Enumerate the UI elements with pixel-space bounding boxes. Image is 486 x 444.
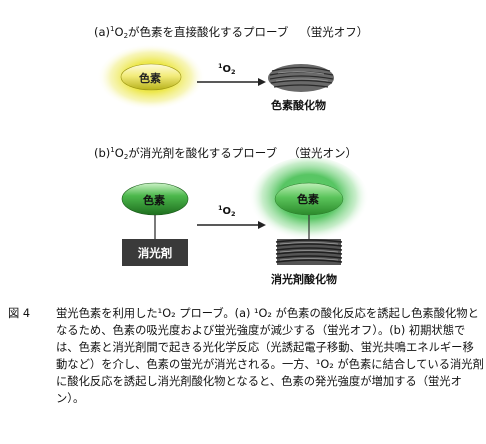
panel-b-heading: (b)1O2が消光剤を酸化するプローブ （蛍光オン） (94, 146, 358, 161)
panel-a-arrow-label: 1O2 (218, 62, 236, 76)
panel-b-product-label: 消光剤酸化物 (271, 273, 337, 286)
arrow-a-o: O (222, 64, 232, 75)
panel-b-dye-label: 色素 (143, 194, 165, 207)
arrow-b-sup: 1 (218, 204, 223, 212)
diagram-artwork (97, 44, 369, 265)
panel-a-heading: (a)1O2が色素を直接酸化するプローブ （蛍光オフ） (94, 25, 369, 40)
panel-b-arrow-label: 1O2 (218, 204, 236, 218)
o2-sub: 2 (123, 32, 129, 40)
arrow-a-sub: 2 (231, 68, 236, 76)
panel-b-body: が消光剤を酸化するプローブ (128, 146, 278, 160)
arrowhead-a (258, 78, 266, 86)
singlet-sup: 1 (110, 25, 115, 33)
panel-a-dye-label: 色素 (139, 72, 161, 85)
arrow-b-o: O (222, 206, 232, 217)
dye-oxide-blob (268, 64, 334, 92)
quencher-box: 消光剤 (122, 239, 188, 266)
caption-text: 蛍光色素を利用した¹O₂ プローブ。(a) ¹O₂ が色素の酸化反応を誘起し色素… (56, 307, 484, 405)
singlet-sup-b: 1 (110, 146, 115, 154)
yellow-dye (120, 63, 182, 91)
panel-a-prefix: (a) (94, 25, 111, 39)
panel-b-state: （蛍光オン） (288, 146, 358, 160)
panel-b-bright-dye-label: 色素 (297, 193, 319, 206)
o2-sub-b: 2 (123, 153, 129, 161)
panel-a-body: が色素を直接酸化するプローブ (128, 25, 289, 39)
panel-b-prefix: (b) (94, 146, 111, 160)
arrow-b-sub: 2 (231, 210, 236, 218)
panel-a-product-label: 色素酸化物 (271, 99, 326, 112)
arrow-a-sup: 1 (218, 62, 223, 70)
caption-number: 図 4 (8, 307, 31, 320)
quencher-oxide-blob (275, 239, 343, 265)
panel-a-state: （蛍光オフ） (299, 25, 369, 39)
